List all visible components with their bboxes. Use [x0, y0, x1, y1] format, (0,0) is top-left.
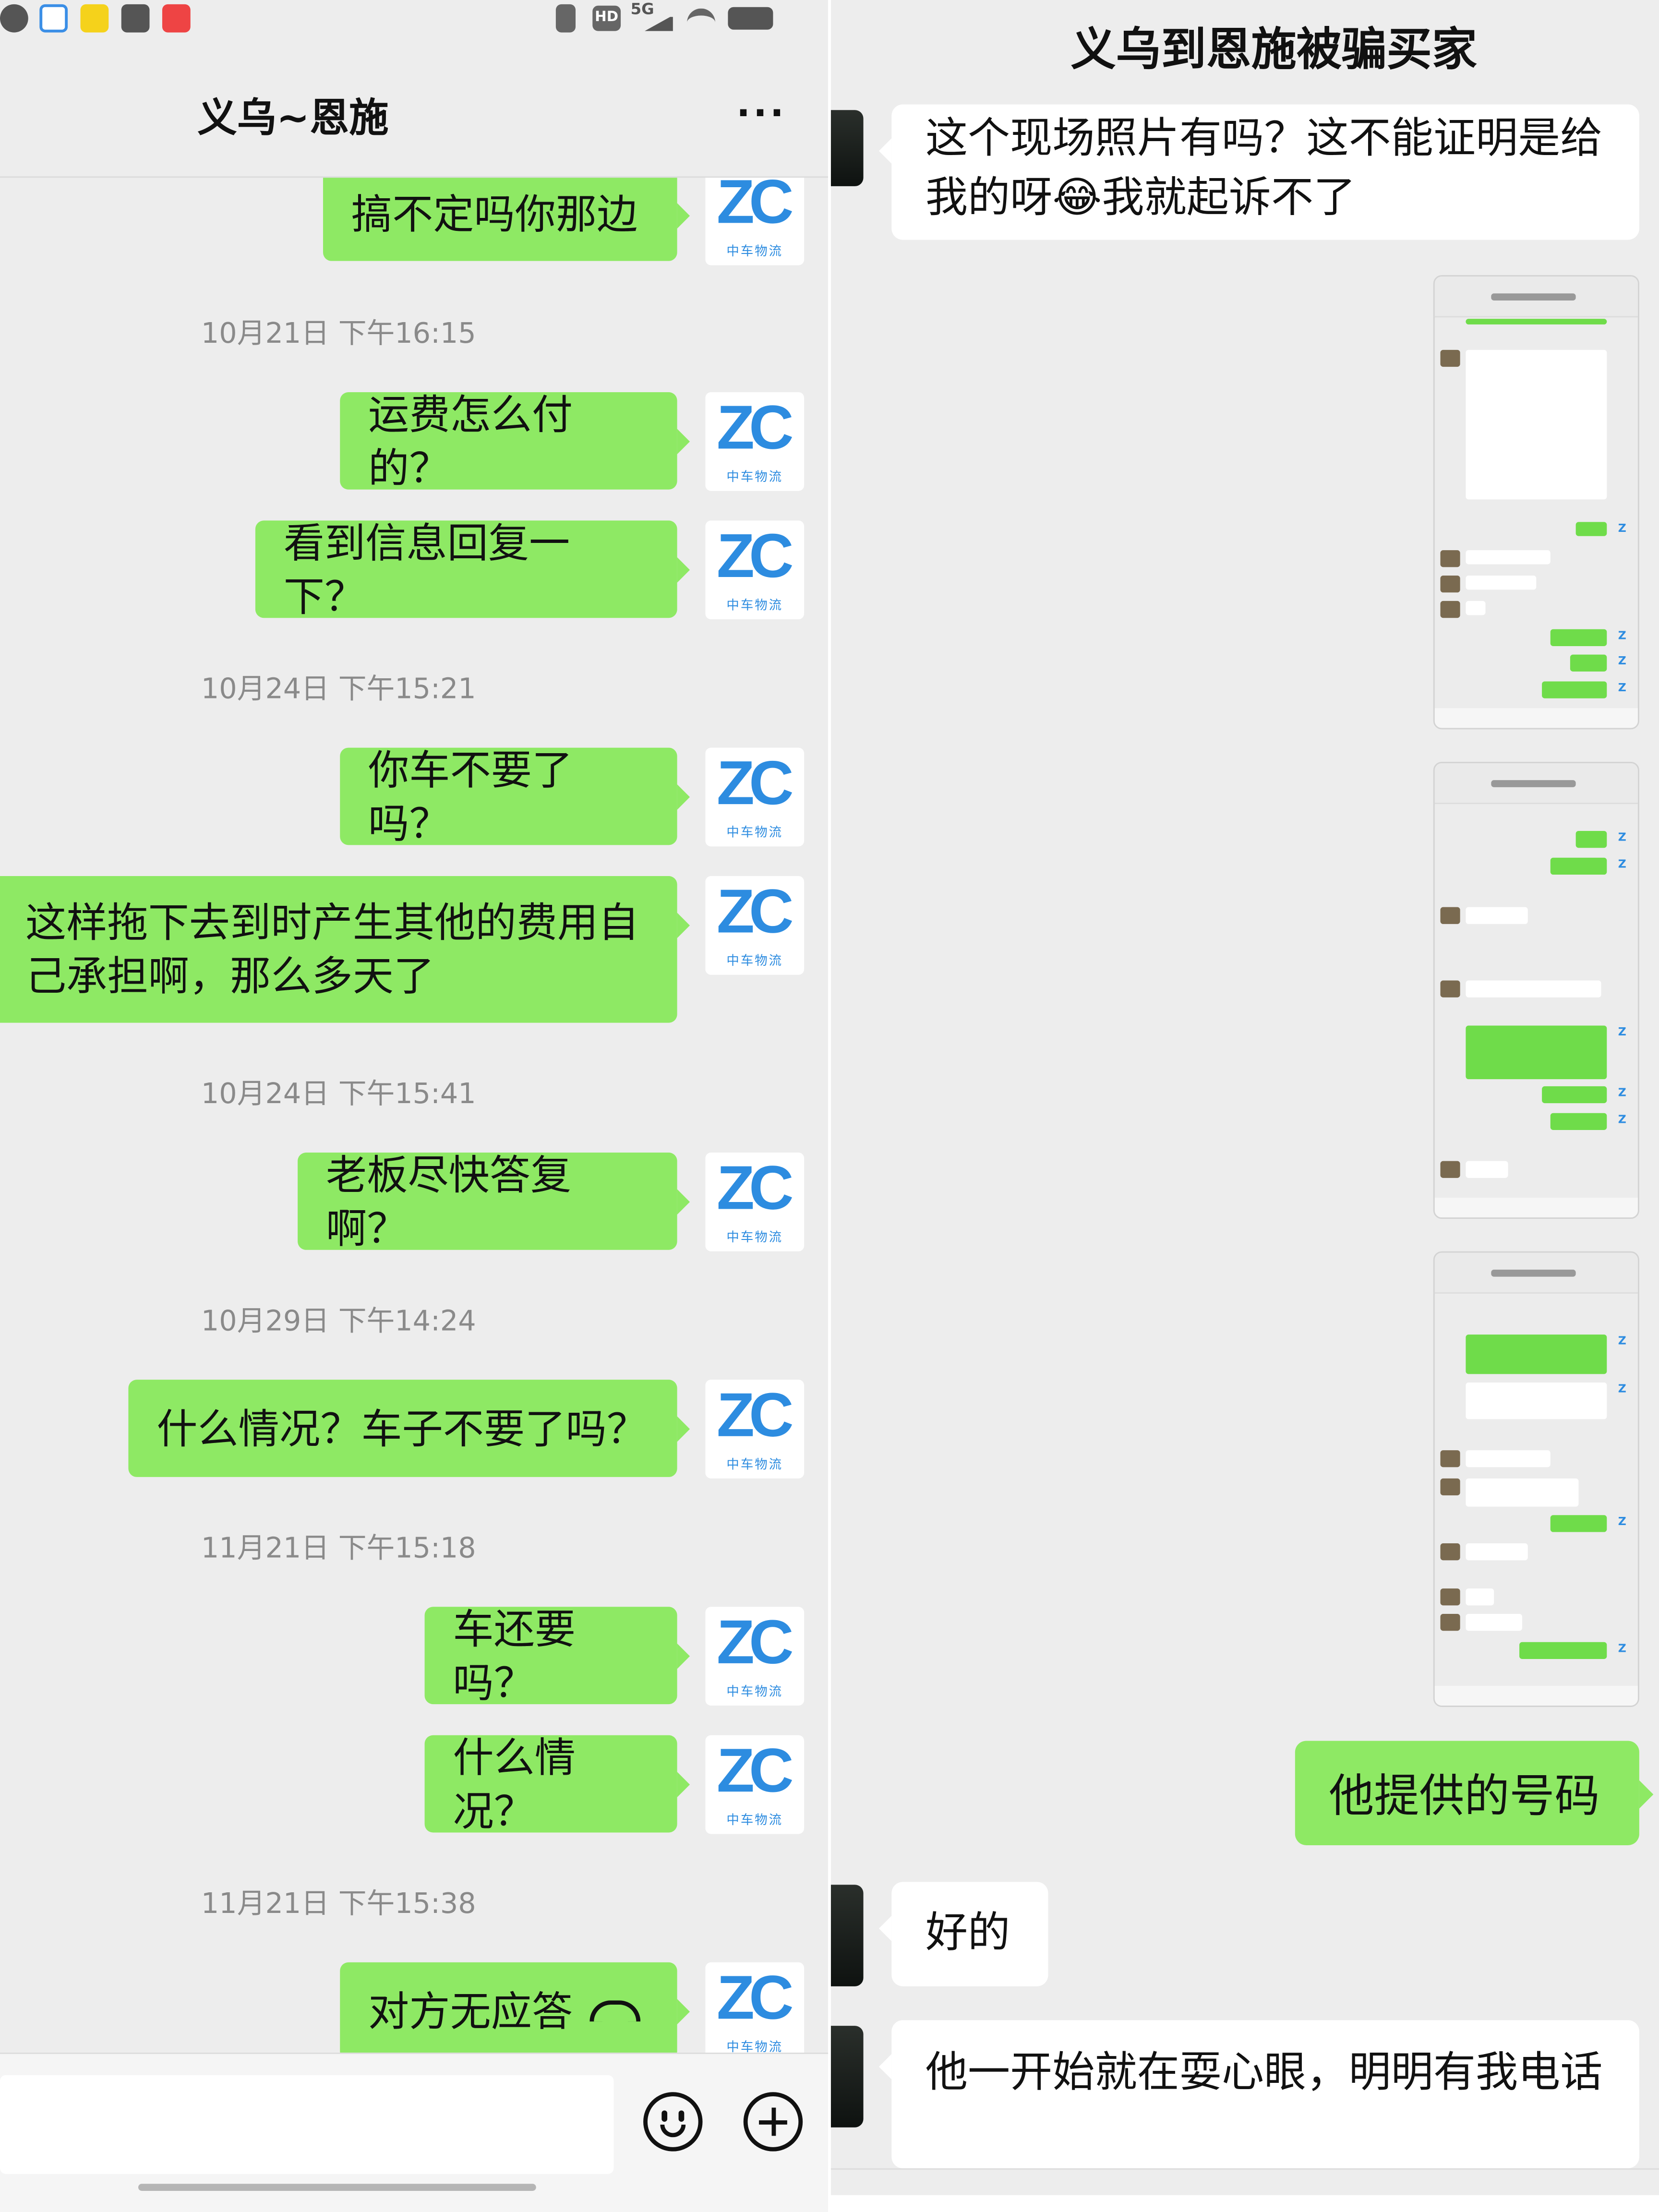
message-bubble[interactable]: 什么情况？车子不要了吗？ — [128, 1380, 690, 1477]
header-divider — [0, 176, 830, 178]
timestamp: 11月21日 下午15:38 — [201, 1886, 476, 1920]
zc-logo: ZC — [716, 1736, 794, 1806]
right-chat-panel: 义乌到恩施被骗买家 这个现场照片有吗？这不能证明是给我的呀😂我就起诉不了 Z Z… — [830, 0, 1659, 2212]
message-bubble[interactable]: 搞不定吗你那边 — [323, 178, 690, 261]
zc-logo: ZC — [716, 1608, 794, 1678]
message-bubble[interactable]: 车还要吗？ — [424, 1605, 690, 1706]
message-text: 他提供的号码 — [1329, 1769, 1600, 1823]
mail-app-icon — [121, 4, 150, 33]
message-text: 你车不要了吗？ — [368, 745, 573, 847]
message-bubble[interactable]: 什么情况？ — [424, 1733, 690, 1835]
map-app-icon — [162, 4, 191, 33]
avatar[interactable] — [830, 1885, 864, 1986]
zc-logo-caption: 中车物流 — [726, 827, 783, 841]
caption-title: 义乌到恩施被骗买家 — [1070, 23, 1477, 76]
message-bubble[interactable]: 看到信息回复一下？ — [255, 518, 690, 620]
avatar[interactable]: ZC 中车物流 — [705, 178, 805, 265]
message-text: 什么情况？车子不要了吗？ — [156, 1404, 648, 1453]
signal-icon — [645, 14, 673, 31]
panel-divider — [828, 0, 831, 2212]
home-indicator[interactable] — [138, 2184, 536, 2191]
zc-logo-caption: 中车物流 — [726, 245, 783, 260]
call-record-bubble[interactable]: 对方无应答 — [340, 1962, 690, 2053]
avatar[interactable]: ZC 中车物流 — [705, 1380, 805, 1479]
avatar[interactable]: ZC 中车物流 — [705, 747, 805, 847]
message-text: 运费怎么付的？ — [368, 390, 573, 492]
timestamp: 10月21日 下午16:15 — [201, 316, 476, 350]
zc-logo: ZC — [716, 1154, 794, 1223]
chat-title: 义乌~恩施 — [197, 94, 389, 141]
xianyu-app-icon — [80, 4, 109, 33]
message-text: 这个现场照片有吗？这不能证明是给我的呀😂我就起诉不了 — [925, 114, 1603, 223]
zc-logo-caption: 中车物流 — [726, 955, 783, 969]
vibrate-icon — [555, 4, 576, 33]
status-bar: HD 5G — [0, 0, 830, 42]
wifi-icon — [687, 8, 715, 31]
message-bubble[interactable]: 老板尽快答复啊？ — [298, 1151, 690, 1252]
message-list[interactable]: 搞不定吗你那边 ZC 中车物流 10月21日 下午16:15 运费怎么付的？ ZC… — [0, 178, 830, 2053]
zc-logo: ZC — [716, 749, 794, 818]
avatar[interactable]: ZC 中车物流 — [705, 1607, 805, 1706]
left-chat-panel: HD 5G 义乌~恩施 ··· 搞不定吗你那边 ZC 中车物流 10月21日 下午… — [0, 0, 830, 2212]
message-input[interactable] — [0, 2075, 614, 2174]
zc-logo-caption: 中车物流 — [726, 1685, 783, 1700]
avatar[interactable]: ZC 中车物流 — [705, 520, 805, 620]
avatar[interactable]: ZC 中车物流 — [705, 1735, 805, 1834]
zc-logo-caption: 中车物流 — [726, 471, 783, 485]
message-bubble[interactable]: 这个现场照片有吗？这不能证明是给我的呀😂我就起诉不了 — [878, 104, 1639, 240]
message-bubble[interactable]: 你车不要了吗？ — [340, 745, 690, 847]
message-bubble[interactable]: 这样拖下去到时产生其他的费用自己承担啊，那么多天了 — [0, 876, 690, 1023]
message-text: 老板尽快答复啊？ — [325, 1150, 572, 1252]
avatar[interactable]: ZC 中车物流 — [705, 392, 805, 491]
avatar[interactable]: ZC 中车物流 — [705, 1962, 805, 2053]
zc-logo: ZC — [716, 522, 794, 591]
avatar[interactable]: ZC 中车物流 — [705, 876, 805, 975]
message-text: 这样拖下去到时产生其他的费用自己承担啊，那么多天了 — [25, 899, 639, 1000]
timestamp: 10月24日 下午15:41 — [201, 1076, 476, 1110]
message-text: 看到信息回复一下？ — [283, 518, 570, 620]
divider — [830, 2168, 1659, 2170]
smiley-icon[interactable] — [643, 2092, 703, 2152]
more-options-button[interactable]: ··· — [736, 93, 787, 136]
plus-icon[interactable] — [743, 2092, 803, 2152]
message-text: 什么情况？ — [453, 1733, 576, 1835]
input-bar — [0, 2052, 830, 2212]
phone-hangup-icon — [589, 2000, 641, 2022]
zc-logo-caption: 中车物流 — [726, 1231, 783, 1246]
zc-logo: ZC — [716, 178, 794, 237]
chat-screenshot-image[interactable]: Z Z Z Z Z — [1433, 761, 1639, 1219]
message-bubble[interactable]: 运费怎么付的？ — [340, 390, 690, 492]
zc-logo-caption: 中车物流 — [726, 1458, 783, 1473]
zc-logo-caption: 中车物流 — [726, 1814, 783, 1828]
message-notification-icon — [0, 4, 28, 33]
avatar[interactable]: ZC 中车物流 — [705, 1152, 805, 1251]
zc-logo: ZC — [716, 1963, 794, 2033]
timestamp: 10月24日 下午15:21 — [201, 671, 476, 706]
call-status-text: 对方无应答 — [368, 1987, 573, 2035]
chat-screenshot-image[interactable]: Z Z Z Z — [1433, 275, 1639, 730]
zc-logo: ZC — [716, 393, 794, 463]
message-bubble[interactable]: 他一开始就在耍心眼，明明有我电话 — [878, 2020, 1639, 2168]
message-text: 他一开始就在耍心眼，明明有我电话 — [925, 2048, 1603, 2098]
network-type: 5G — [630, 0, 654, 19]
hd-icon: HD — [592, 5, 621, 31]
battery-icon — [728, 7, 773, 30]
chat-screenshot-image[interactable]: Z Z Z Z — [1433, 1251, 1639, 1707]
message-text: 车还要吗？ — [453, 1604, 576, 1707]
timestamp: 10月29日 下午14:24 — [201, 1303, 476, 1337]
message-bubble[interactable]: 好的 — [878, 1882, 1048, 1986]
zc-logo-caption: 中车物流 — [726, 2041, 783, 2053]
zc-logo: ZC — [716, 1381, 794, 1451]
message-bubble[interactable]: 他提供的号码 — [1295, 1741, 1654, 1845]
app-notification-icon — [39, 4, 68, 33]
message-text: 好的 — [925, 1909, 1010, 1959]
timestamp: 11月21日 下午15:18 — [201, 1530, 476, 1565]
avatar[interactable] — [830, 110, 864, 186]
message-text: 搞不定吗你那边 — [351, 190, 638, 238]
avatar[interactable] — [830, 2026, 864, 2128]
footer-strip — [830, 2195, 1659, 2212]
zc-logo: ZC — [716, 877, 794, 947]
zc-logo-caption: 中车物流 — [726, 599, 783, 614]
